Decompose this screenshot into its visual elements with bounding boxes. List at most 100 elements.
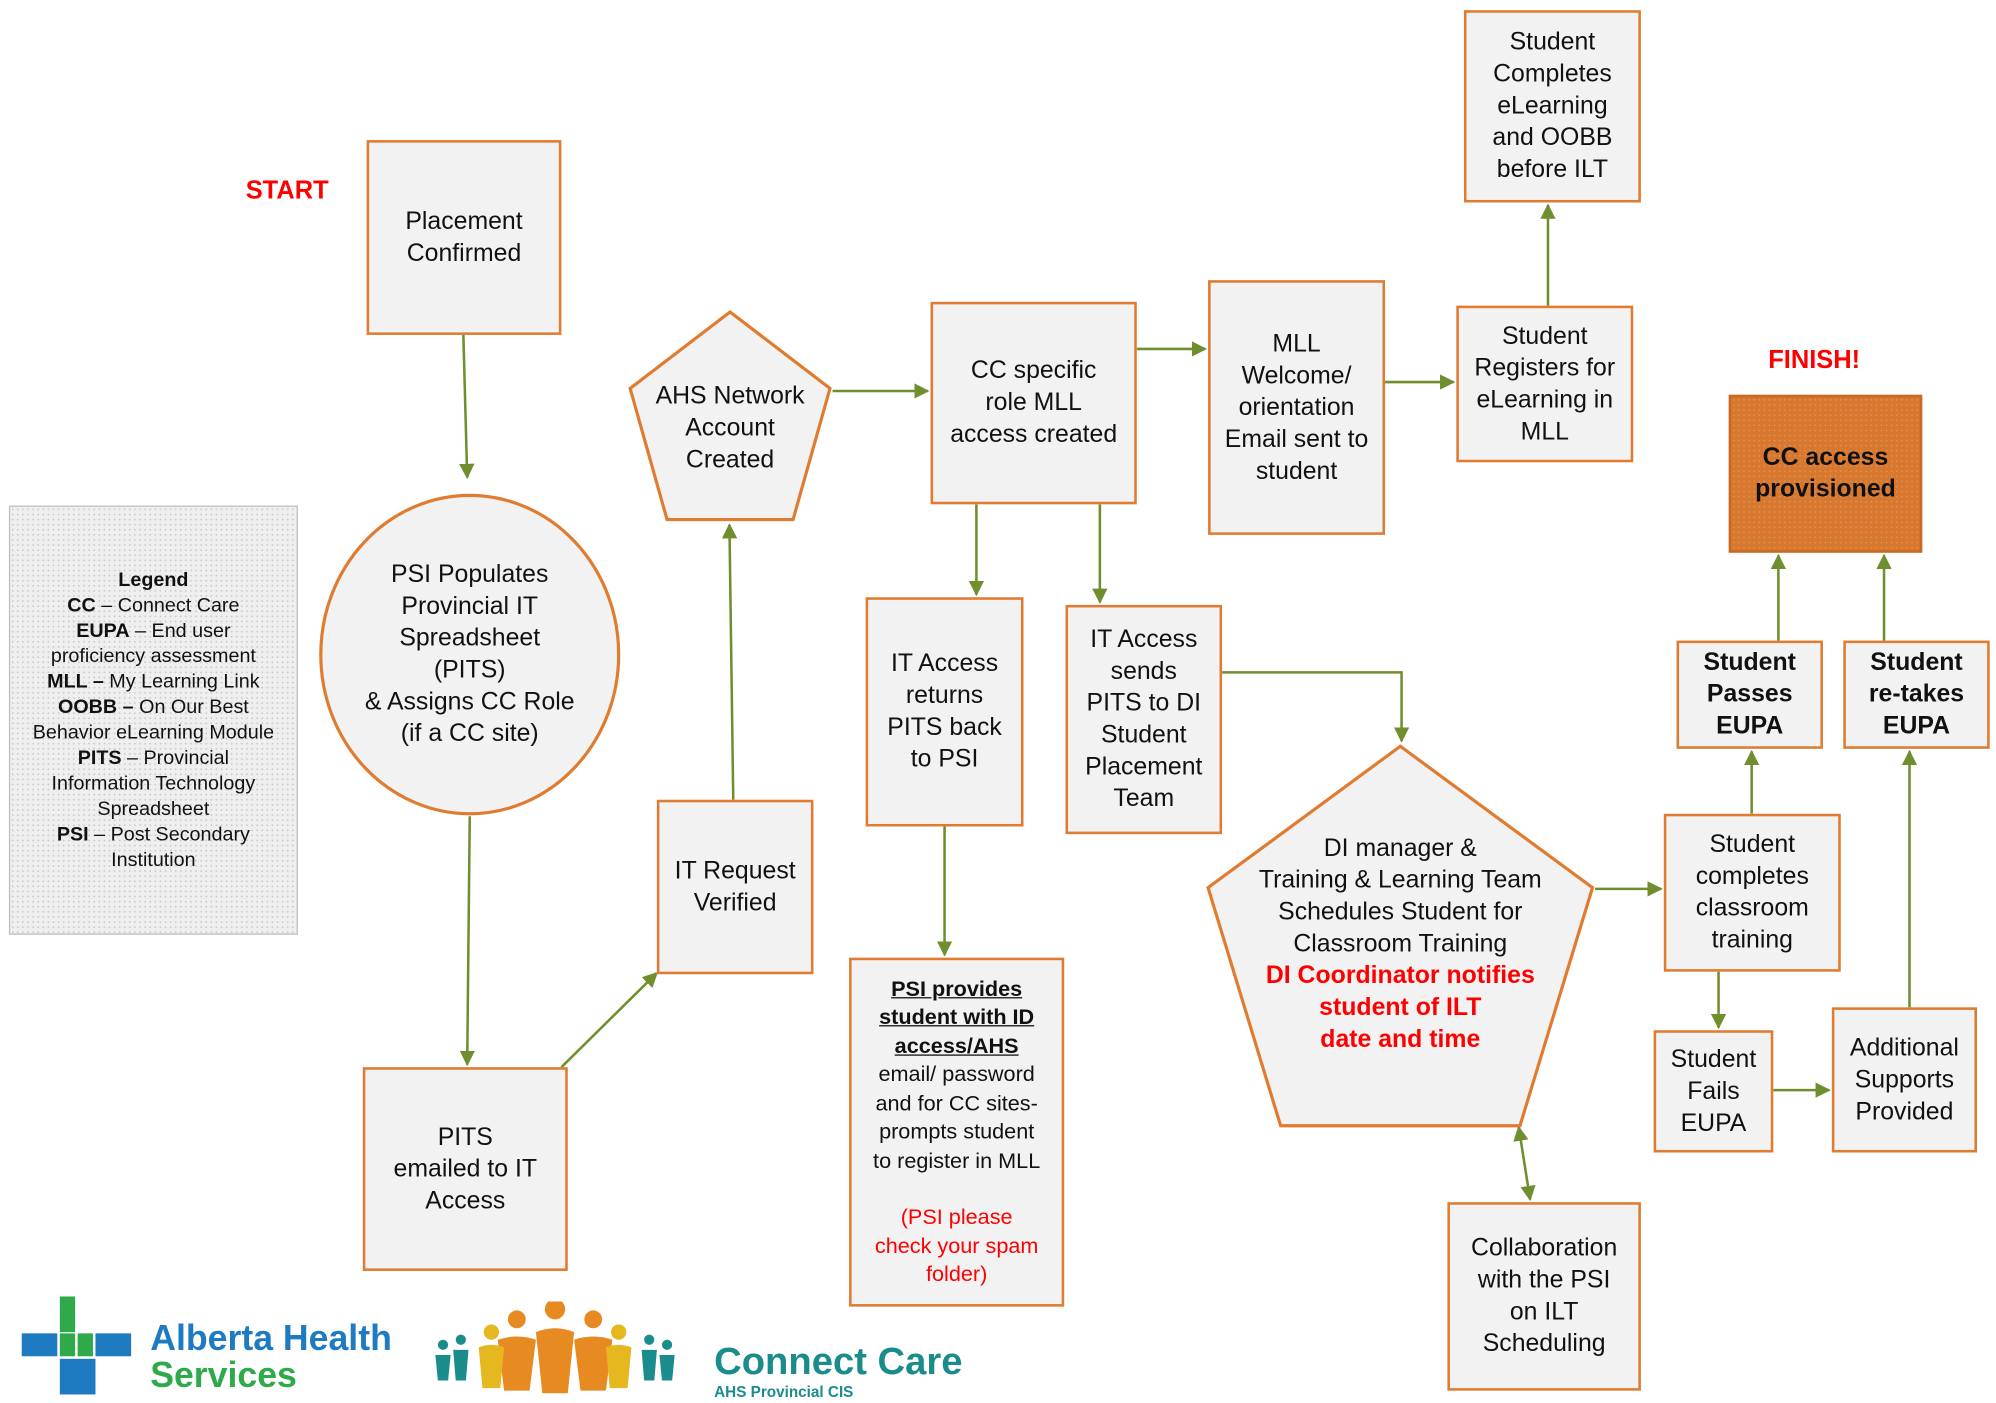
legend-row: proficiency assessment: [33, 644, 274, 669]
node-text-line: Completes: [1493, 59, 1612, 88]
node-text-line: training: [1711, 925, 1794, 954]
node-text-line: returns: [905, 681, 984, 710]
node-text-line: MLL: [1272, 329, 1321, 358]
ahs-name-line1: Alberta Health: [150, 1318, 392, 1358]
node-text-line: Registers for: [1474, 353, 1616, 382]
di-manager-line: Schedules Student for: [1278, 897, 1523, 926]
node-text-line: PITS to DI: [1086, 688, 1202, 717]
legend-definition: – Connect Care: [95, 594, 240, 616]
node-text-line: student: [1255, 456, 1338, 485]
ahs-cross-icon: [21, 1296, 132, 1395]
node-text-line: Team: [1113, 784, 1175, 813]
node-text-line: Student: [1703, 648, 1796, 677]
it-sends-to-di-arrow: [1222, 671, 1410, 743]
node-text-line: IT Request: [674, 856, 796, 885]
node-text-line: Confirmed: [406, 238, 522, 267]
node-text-line: on ILT: [1509, 1297, 1579, 1326]
legend-definition: Information Technology: [51, 772, 256, 795]
node-text-line: role MLL: [985, 388, 1082, 417]
di-coordinator-line: student of ILT: [1319, 992, 1482, 1021]
psi-provides-note-line: check your spam: [874, 1233, 1039, 1258]
node-text-line: EUPA: [1716, 711, 1784, 740]
legend-definition: On Our Best: [133, 695, 249, 718]
legend-row: MLL – My Learning Link: [33, 669, 274, 694]
legend-abbr: EUPA: [76, 619, 130, 642]
node-text-line: Provincial IT: [401, 592, 539, 621]
node-text-line: PITS back: [887, 713, 1002, 742]
node-text-line: MLL: [1520, 417, 1569, 446]
legend-row: OOBB – On Our Best: [33, 695, 274, 720]
node-text-line: (if a CC site): [400, 719, 539, 748]
node-text-line: AHS Network: [655, 382, 805, 411]
pits-to-it-request-arrow: [560, 971, 658, 1069]
pentagon-shape: [628, 310, 832, 522]
legend-definition: proficiency assessment: [50, 645, 256, 667]
legend-row: Spreadsheet: [33, 797, 274, 822]
node-text-line: Additional: [1849, 1033, 1959, 1062]
it-request-to-ahs-arrow: [721, 523, 738, 800]
psi-provides-heading-line: student with ID: [879, 1004, 1035, 1029]
connect-care-name: Connect Care: [714, 1340, 963, 1384]
node-text-line: Student: [1501, 321, 1588, 350]
node-text-line: with the PSI: [1477, 1265, 1611, 1294]
node-text-line: Student: [1670, 1044, 1757, 1073]
legend-definition: Behavior eLearning Module: [32, 721, 275, 744]
connect-care-subtitle: AHS Provincial CIS: [714, 1383, 854, 1398]
node-text-line: before ILT: [1496, 155, 1609, 184]
placement-to-psi-arrow: [459, 334, 475, 480]
node-text-line: Spreadsheet: [399, 624, 541, 653]
node-text-line: (PITS): [433, 655, 506, 684]
legend-row: Information Technology: [33, 771, 274, 796]
node-text-line: to PSI: [910, 744, 979, 774]
di-manager-line: Training & Learning Team: [1258, 865, 1542, 894]
node-text-line: sends: [1110, 657, 1177, 686]
legend-abbr: OOBB –: [57, 695, 134, 718]
people-figures-icon: [435, 1298, 675, 1394]
node-text-line: Created: [685, 445, 775, 474]
connect-care-logo: Connect Care AHS Provincial CIS: [428, 1298, 962, 1398]
legend-abbr: PITS: [77, 746, 122, 769]
node-text-line: PITS: [437, 1122, 493, 1151]
node-text-line: Fails: [1687, 1076, 1740, 1105]
node-text-line: Account: [685, 413, 775, 442]
node-text-line: CC specific: [970, 356, 1097, 385]
legend-definition: – Provincial: [121, 746, 230, 769]
node-text-line: Collaboration: [1471, 1234, 1618, 1263]
legend-abbr: PSI: [56, 823, 89, 845]
legend-definition: My Learning Link: [103, 670, 260, 693]
node-text-line: Supports: [1854, 1065, 1955, 1094]
node-text-line: PSI Populates: [391, 560, 549, 589]
node-text-line: emailed to IT: [393, 1154, 538, 1183]
legend-definition: Institution: [111, 848, 196, 871]
node-text-line: completes: [1695, 862, 1809, 891]
psi-provides-line: prompts student: [879, 1119, 1035, 1144]
di-manager-line: DI manager &: [1323, 833, 1477, 862]
di-to-collaboration-arrow: [1513, 1125, 1536, 1202]
node-text-line: eLearning: [1497, 91, 1608, 120]
node-text-line: Student: [1100, 720, 1187, 749]
legend-row: PSI – Post Secondary: [33, 822, 274, 847]
node-text-line: provisioned: [1755, 475, 1896, 504]
node-text-line: re-takes: [1868, 680, 1965, 709]
legend-row: PITS – Provincial: [33, 746, 274, 771]
legend-definition: – Post Secondary: [88, 823, 250, 845]
node-text-line: Access: [425, 1186, 506, 1215]
node-text-line: & Assigns CC Role: [364, 687, 575, 716]
